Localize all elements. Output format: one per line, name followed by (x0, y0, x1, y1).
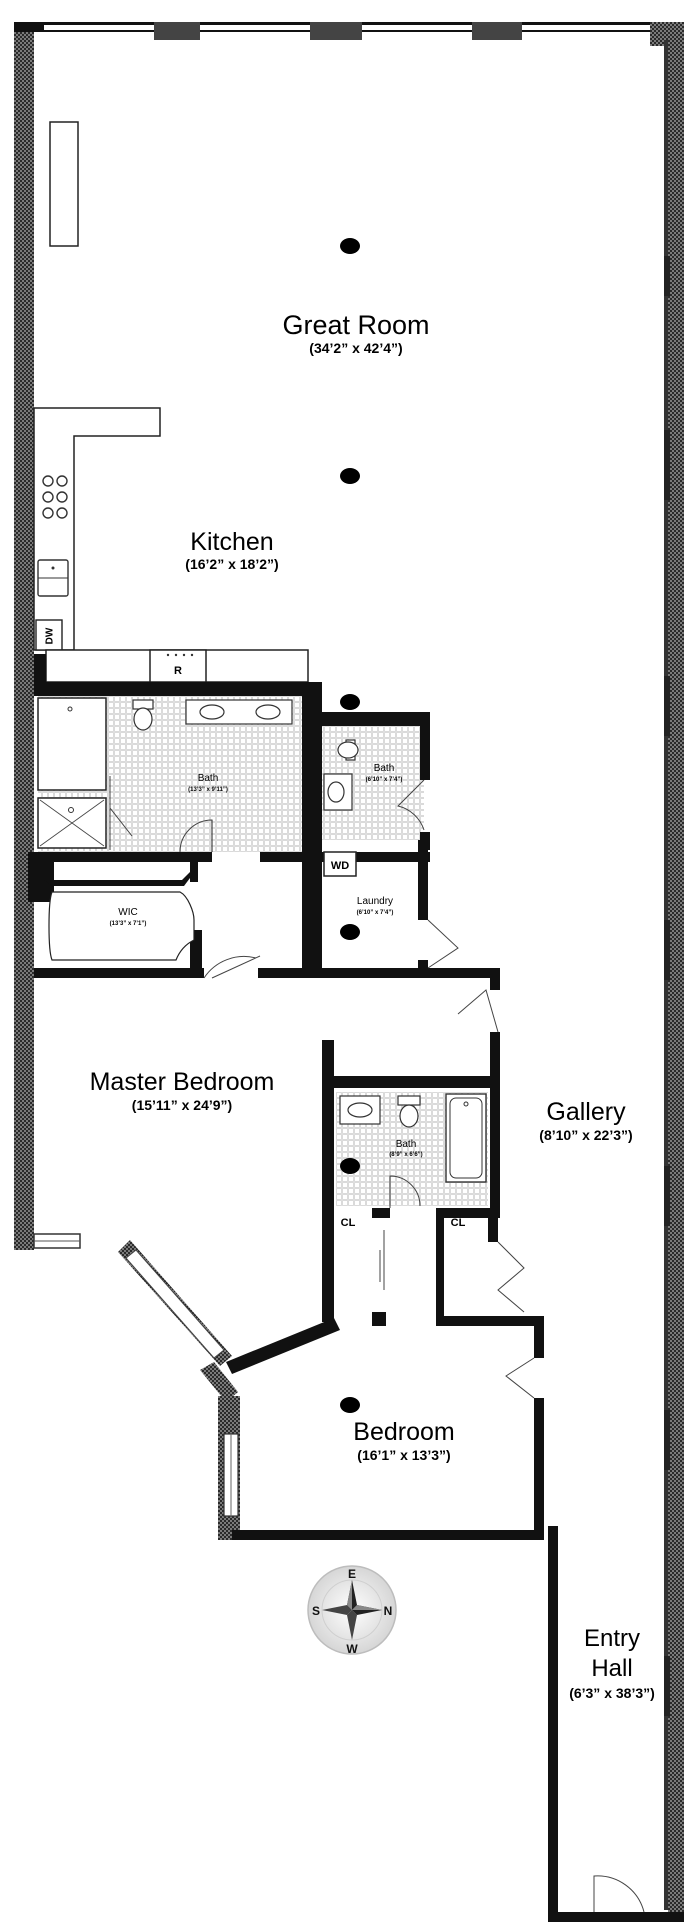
kitchen-sink-icon (37, 559, 69, 597)
bedroom-dims: (16’1” x 13’3”) (357, 1447, 450, 1463)
bathtub-icon (445, 1093, 487, 1183)
master-bath-name: Bath (198, 773, 219, 784)
compass-north-label: N (384, 1604, 393, 1618)
wic-dims: (13’3” x 7’1”) (110, 921, 147, 927)
compass-east-label: E (348, 1567, 356, 1581)
entry-hall-dims: (6’3” x 38’3”) (569, 1685, 655, 1701)
laundry-dims: (6’10” x 7’4”) (357, 910, 394, 916)
toilet-icon (132, 699, 154, 731)
double-vanity-icon (185, 699, 293, 725)
compass-south-label: S (312, 1604, 320, 1618)
closet-right-label: CL (451, 1217, 466, 1229)
sink-icon (323, 773, 353, 811)
second-bath-name: Bath (396, 1139, 417, 1150)
kitchen-area: DW R (33, 121, 309, 683)
wic-name: WIC (118, 907, 137, 918)
hall-bath-area: Bath (6’10” x 7’4”) (322, 726, 425, 840)
master-bath-dims: (13’3” x 9’11”) (188, 787, 228, 793)
gallery-name: Gallery (546, 1098, 626, 1126)
kitchen-dims: (16’2” x 18’2”) (185, 556, 278, 572)
exterior-walls (14, 22, 684, 1922)
toilet-icon (337, 739, 359, 761)
second-bath-area: Bath (8’9” x 6’6”) (336, 1092, 488, 1208)
closets: CL CL (341, 1217, 535, 1399)
second-bath-dims: (8’9” x 6’6”) (389, 1152, 422, 1158)
entry-hall-name-line1: Entry (584, 1625, 640, 1652)
gallery-dims: (8’10” x 22’3”) (539, 1127, 632, 1143)
kitchen-name: Kitchen (190, 528, 273, 556)
entry-hall-name-line2: Hall (591, 1655, 632, 1682)
hall-bath-dims: (6’10” x 7’4”) (366, 777, 403, 783)
toilet-icon (397, 1095, 421, 1128)
wic-area: WIC (13’3” x 7’1”) (48, 891, 261, 979)
hall-bath-name: Bath (374, 763, 395, 774)
dishwasher-label: DW (45, 627, 56, 644)
great-room-name: Great Room (282, 310, 429, 340)
great-room-dims: (34’2” x 42’4”) (309, 340, 402, 356)
master-bath-area: Bath (13’3” x 9’11”) (37, 696, 302, 853)
range-label: R (174, 665, 182, 677)
laundry-name: Laundry (357, 896, 393, 907)
laundry-area: WD Laundry (6’10” x 7’4”) (323, 851, 499, 1033)
master-bedroom-name: Master Bedroom (90, 1068, 275, 1096)
sink-icon (339, 1095, 381, 1125)
columns (340, 238, 360, 1413)
bedroom-name: Bedroom (353, 1418, 454, 1446)
closet-left-label: CL (341, 1217, 356, 1229)
entry-door (593, 1875, 645, 1913)
washer-dryer-label: WD (331, 860, 349, 872)
master-bedroom-dims: (15’11” x 24’9”) (132, 1097, 232, 1113)
compass-west-label: W (346, 1642, 358, 1656)
cooktop-icon (42, 475, 68, 519)
compass-rose-icon: E W N S (307, 1565, 397, 1656)
